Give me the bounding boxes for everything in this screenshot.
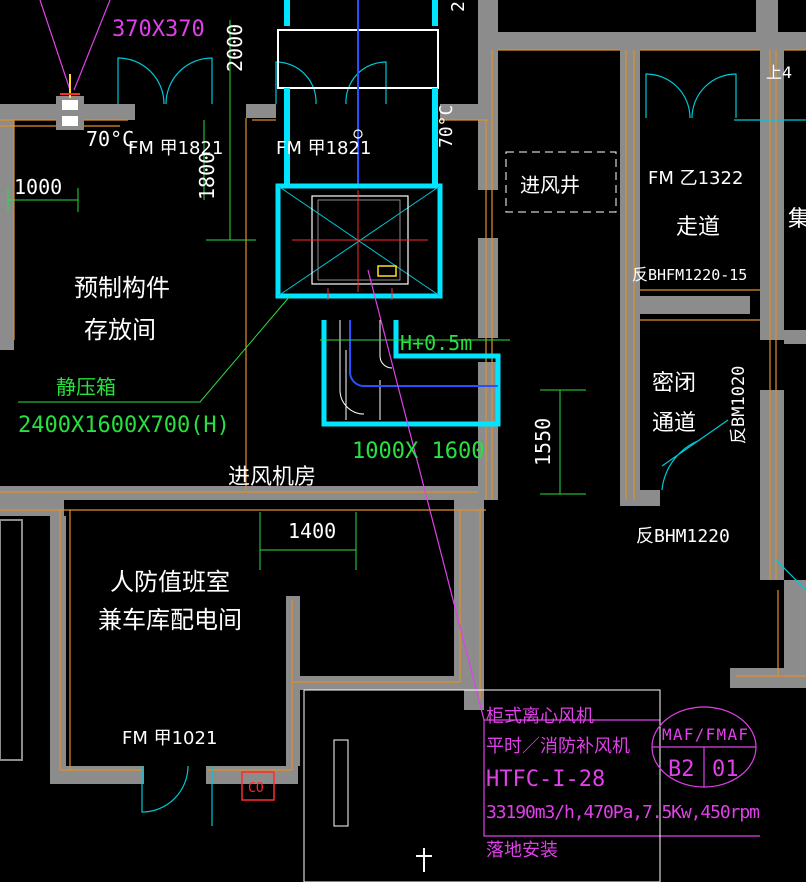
dim-1000-label: 1000: [14, 175, 62, 199]
h-elevation-label: H+0.5m: [400, 331, 472, 355]
co-tag-label: CO: [248, 781, 264, 796]
airtight-line1: 密闭: [652, 371, 696, 396]
upper-right-label: 上4: [766, 63, 792, 82]
temp-70-left-label: 70°C: [86, 127, 134, 151]
room-prefab-line2: 存放间: [84, 316, 156, 344]
fan-unit-outline: [303, 689, 661, 882]
fan-model-label: HTFC-I-28: [486, 767, 605, 792]
dimension-lines: [7, 20, 586, 570]
dim-top-right-label: 2: [448, 1, 469, 12]
equipment-tag: [651, 706, 757, 788]
door-bm1020-label: 反BM1020: [729, 366, 749, 444]
door-bhfm-prefix: 反: [632, 265, 648, 284]
dim-1800-label: 1800: [195, 152, 219, 200]
fan-spec-label: 33190m3/h,470Pa,7.5Kw,450rpm: [486, 802, 760, 823]
room-duty-line1: 人防值班室: [110, 568, 230, 596]
door-fm-jia1021: FM 甲1021: [122, 728, 217, 749]
door-fm-jia1821-left: FM 甲1821: [128, 138, 223, 159]
corridor-label: 走道: [676, 215, 720, 240]
elbow-duct: [321, 320, 501, 427]
dim-2000-label: 2000: [223, 24, 247, 72]
tag-01-label: 01: [712, 757, 739, 782]
co-sensor-box[interactable]: [241, 771, 275, 801]
duct-size-label: 1000X 1600: [352, 439, 484, 464]
edge-char-label: 集: [788, 207, 806, 232]
room-prefab-line1: 预制构件: [74, 274, 170, 302]
shaft-label: 进风井: [520, 173, 580, 197]
room-duty-line2: 兼车库配电间: [98, 606, 242, 634]
airtight-line2: 通道: [652, 411, 696, 436]
dim-1400-label: 1400: [288, 519, 336, 543]
text-layer: 370X370 2000 2 上4 70°C 70°C FM 甲1821 FM …: [14, 1, 806, 861]
temp-70-right-label: 70°C: [436, 105, 457, 148]
fire-damper-symbol: [56, 74, 84, 130]
static-box-label: 静压箱: [56, 375, 116, 399]
door-bhm1220-label: 反BHM1220: [636, 526, 730, 547]
door-bhfm1220-label: BHFM1220-15: [648, 266, 747, 284]
door-swings: [117, 57, 806, 826]
door-fm-jia1821-right: FM 甲1821: [276, 138, 371, 159]
fan-usage-label: 平时／消防补风机: [486, 736, 630, 757]
tag-top-label: MAF/FMAF: [662, 725, 748, 744]
fan-install-label: 落地安装: [486, 840, 558, 861]
leader-lines: [39, 0, 760, 837]
walls: [0, 0, 806, 784]
air-shaft: [505, 151, 617, 213]
tag-b2-label: B2: [668, 757, 695, 782]
duct-size-top-label: 370X370: [112, 17, 205, 42]
static-box-size-label: 2400X1600X700(H): [18, 413, 230, 438]
dim-1550-label: 1550: [531, 418, 555, 466]
door-fm-yi1322: FM 乙1322: [648, 168, 743, 189]
fan-type-label: 柜式离心风机: [486, 706, 594, 727]
room-intake-label: 进风机房: [228, 465, 316, 490]
supply-ducts: [275, 0, 443, 300]
wall-outlines: [0, 49, 806, 771]
